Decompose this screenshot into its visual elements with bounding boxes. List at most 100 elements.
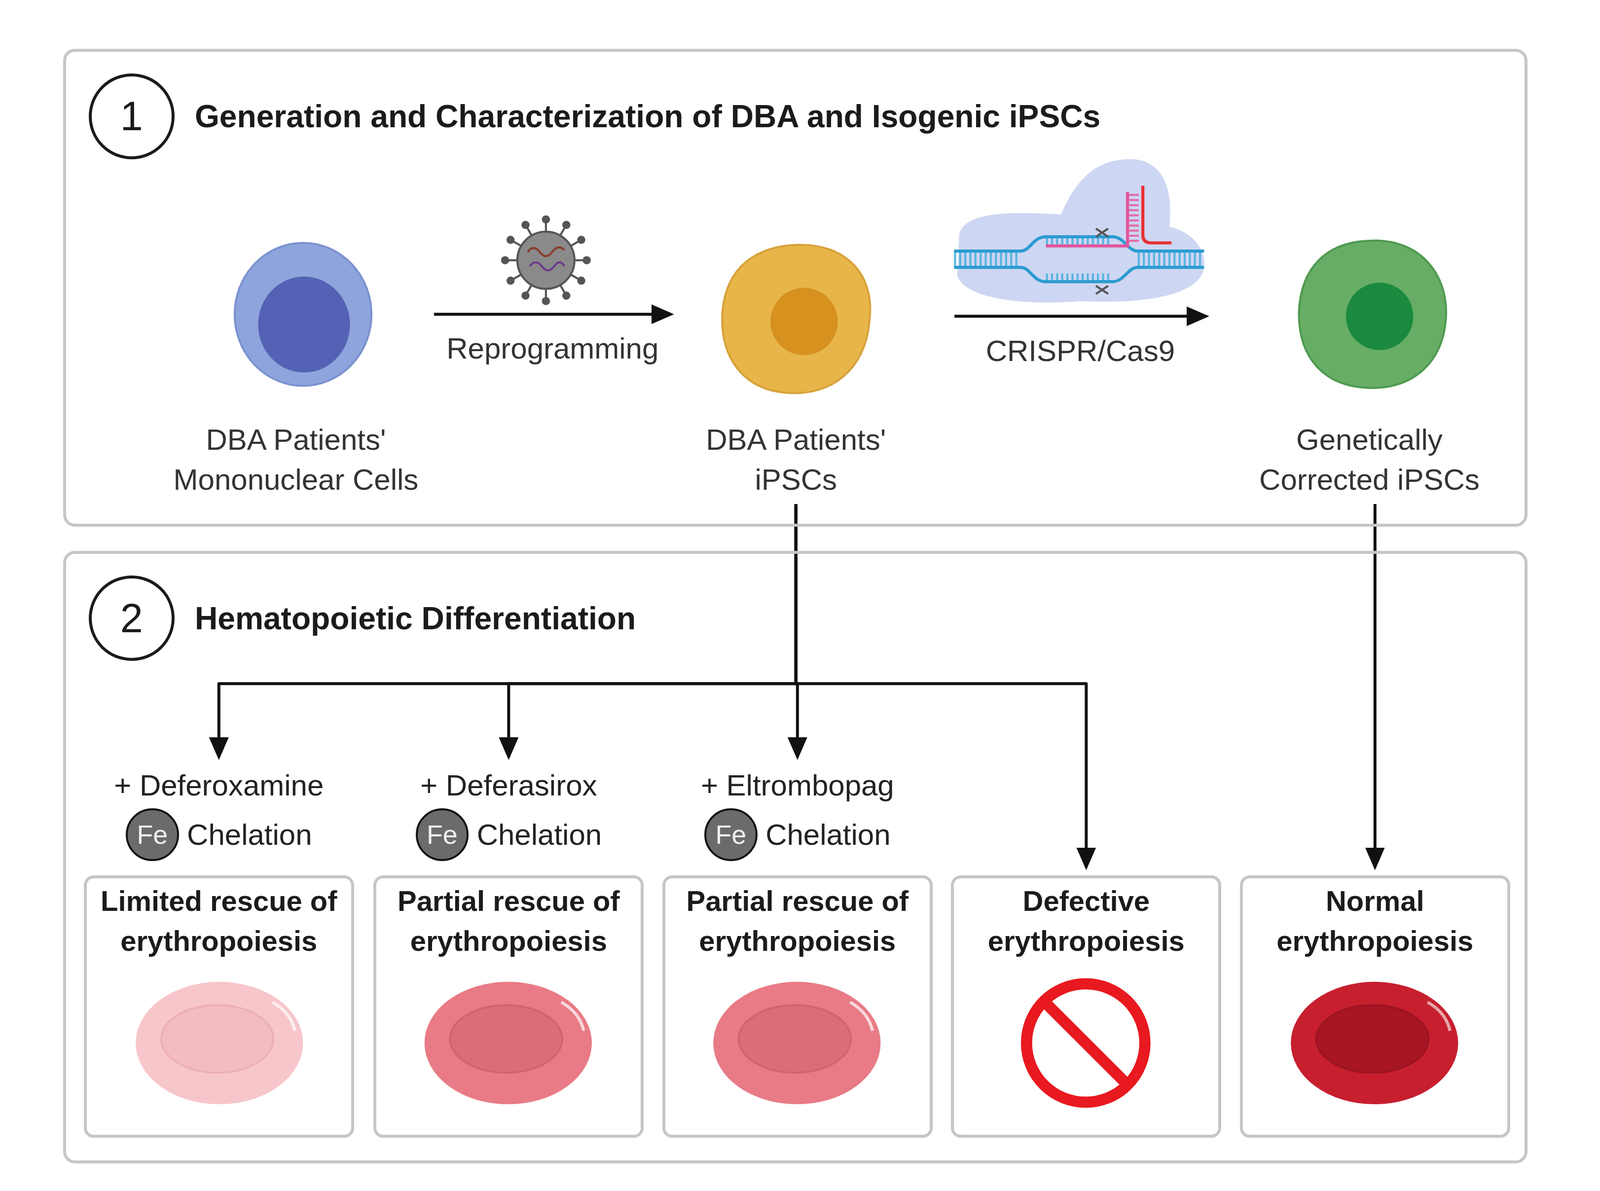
- ipsc-cell: [770, 288, 838, 356]
- cell-label: DBA Patients' Mononuclear Cells: [157, 420, 435, 500]
- prohibited-symbol: [1043, 1001, 1128, 1086]
- virus-icon: [506, 235, 515, 245]
- treatment-label: + Deferoxamine: [83, 765, 355, 807]
- iron-badge: Fe: [125, 808, 180, 862]
- red-blood-cell-limited: [135, 981, 303, 1105]
- virus-icon: [577, 276, 586, 286]
- panel-heading: Hematopoietic Differentiation: [194, 600, 636, 637]
- virus-icon: [577, 235, 586, 245]
- virus-icon: [527, 247, 565, 257]
- red-blood-cell-partial: [449, 1005, 563, 1073]
- crispr-icon: [1137, 251, 1204, 268]
- ipsc-cell: [722, 244, 871, 394]
- treatment-note: Chelation: [186, 817, 312, 852]
- edge-label: CRISPR/Cas9: [982, 333, 1178, 368]
- red-blood-cell-partial: [424, 981, 592, 1105]
- iron-badge: Fe: [415, 808, 470, 862]
- red-blood-cell-normal: [1290, 981, 1458, 1105]
- red-blood-cell-normal: [1427, 1002, 1451, 1031]
- virus-icon: [543, 288, 549, 305]
- outcome-frame: Defective erythropoiesis: [950, 875, 1222, 1138]
- outcome-box: + EltrombopagFeChelationPartial rescue o…: [662, 765, 933, 1138]
- corrected-cell: [1345, 282, 1414, 351]
- outcome-frame: Partial rescue of erythropoiesis: [373, 875, 644, 1138]
- prohibited-symbol: [1026, 983, 1145, 1103]
- red-blood-cell-limited: [272, 1002, 295, 1031]
- corrected-cell: [1299, 240, 1447, 389]
- red-blood-cell-partial: [738, 1005, 852, 1073]
- virus-icon: [502, 216, 590, 305]
- iron-badge: Fe: [704, 808, 758, 862]
- red-blood-cell-limited: [161, 1005, 274, 1073]
- virus-icon: [529, 262, 565, 271]
- panel-number: 1: [88, 73, 175, 160]
- outcome-box: Normal erythropoiesis: [1239, 875, 1511, 1138]
- treatment-note: Chelation: [765, 817, 891, 852]
- outcome-frame: Normal erythropoiesis: [1239, 875, 1511, 1138]
- red-blood-cell-partial: [849, 1002, 873, 1031]
- red-blood-cell-limited: [135, 981, 303, 1105]
- treatment-label: + Eltrombopag: [662, 765, 933, 807]
- outcome-frame: Limited rescue of erythropoiesis: [83, 875, 355, 1138]
- flow-arrow: [434, 312, 672, 316]
- crispr-icon: [1046, 191, 1128, 247]
- outcome-text: Partial rescue of erythropoiesis: [384, 881, 633, 961]
- treatment-note: Chelation: [476, 817, 602, 852]
- outcome-box: Defective erythropoiesis: [950, 875, 1222, 1138]
- virus-icon: [521, 220, 530, 230]
- virus-icon: [502, 216, 590, 305]
- crispr-icon: [953, 159, 1204, 303]
- virus-icon: [543, 216, 549, 223]
- virus-icon: [583, 256, 590, 263]
- panel-number: 2: [88, 575, 175, 662]
- virus-icon: [573, 256, 590, 263]
- red-blood-cell-normal: [1316, 1005, 1429, 1073]
- virus-icon: [562, 220, 571, 230]
- red-blood-cell-partial: [713, 981, 881, 1105]
- virus-icon: [517, 231, 575, 290]
- section-panel: DBA Patients' Mononuclear Cells DBA Patie…: [63, 48, 1528, 527]
- red-blood-cell-partial: [561, 1002, 584, 1031]
- virus-icon: [506, 276, 515, 286]
- crispr-icon: [1095, 285, 1109, 294]
- treatment-label: + Deferasirox: [373, 765, 644, 807]
- ipsc-cell: [722, 244, 871, 394]
- edge-label: Reprogramming: [443, 331, 662, 366]
- crispr-icon: [1095, 228, 1109, 238]
- cell-label: DBA Patients' iPSCs: [687, 420, 905, 500]
- crispr-icon: [953, 251, 1020, 268]
- virus-icon: [502, 256, 519, 263]
- outcome-text: Limited rescue of erythropoiesis: [94, 881, 343, 961]
- panel-heading: Generation and Characterization of DBA a…: [194, 98, 1101, 135]
- corrected-cell: [1299, 240, 1447, 389]
- crispr-icon: [1128, 193, 1139, 243]
- red-blood-cell-normal: [1290, 981, 1458, 1105]
- virus-icon: [543, 297, 549, 304]
- red-blood-cell-partial: [424, 981, 592, 1105]
- crispr-icon: [953, 267, 1204, 282]
- prohibited-symbol: [1026, 983, 1145, 1103]
- section-panel: + DeferoxamineFeChelationLimited rescue …: [63, 550, 1528, 1164]
- crispr-icon: [1142, 185, 1172, 244]
- virus-icon: [502, 256, 509, 263]
- outcome-box: + DeferoxamineFeChelationLimited rescue …: [83, 765, 355, 1138]
- flow-arrow: [1373, 504, 1377, 868]
- red-blood-cell-partial: [713, 981, 881, 1105]
- mononuclear-cell: [257, 276, 350, 373]
- flow-arrow: [954, 314, 1207, 318]
- mononuclear-cell: [234, 243, 372, 387]
- outcome-text: Defective erythropoiesis: [962, 881, 1211, 961]
- flow-arrow: [796, 504, 1087, 868]
- cell-label: Genetically Corrected iPSCs: [1245, 420, 1493, 500]
- cell-node: Genetically Corrected iPSCs: [1245, 242, 1493, 500]
- outcome-text: Normal erythropoiesis: [1250, 881, 1499, 961]
- cell-node: DBA Patients' iPSCs: [687, 242, 905, 500]
- virus-icon: [562, 291, 571, 300]
- mononuclear-cell: [234, 243, 372, 387]
- virus-icon: [521, 291, 530, 300]
- virus-icon: [543, 216, 549, 233]
- cell-node: DBA Patients' Mononuclear Cells: [157, 242, 435, 500]
